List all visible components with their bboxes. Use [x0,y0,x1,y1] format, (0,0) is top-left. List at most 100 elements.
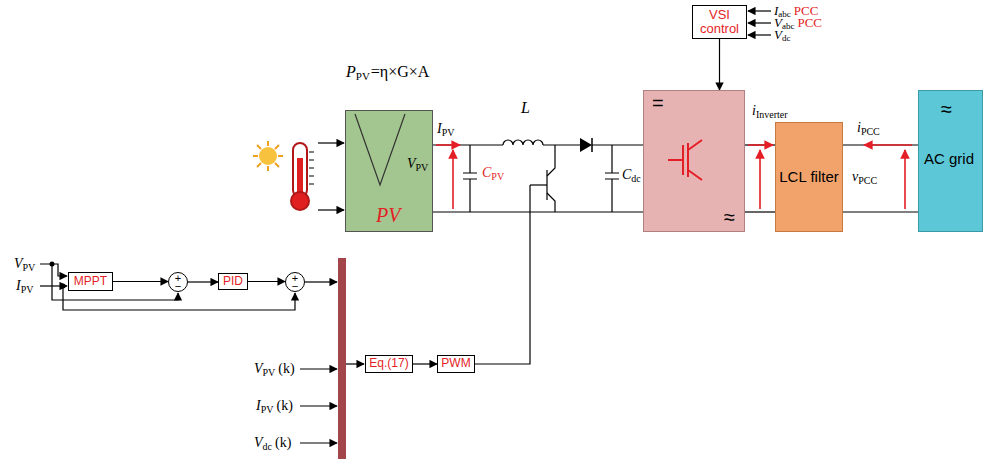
transistor-symbol [547,145,555,176]
dc-wire [543,144,643,145]
igbt-symbol [668,140,702,180]
sun-thermometer-icon [253,141,314,210]
capacitor-symbol [463,145,477,212]
measurement-input-arrow [748,10,771,11]
transistor-symbol [547,193,555,212]
transistor-symbol [530,145,555,212]
signal-arrow [248,281,285,282]
node-label: PV [376,205,400,225]
irradiance-arrow [318,142,344,143]
dc-wire [503,140,543,145]
node-label: LCL filter [779,169,838,186]
control-signal-wire [40,264,364,443]
voltage-arrow [759,150,761,209]
signal-label: =η×G×A [371,64,430,80]
diode-symbol [580,138,592,152]
dc-wire [433,140,643,212]
controller-box: VSI control [692,5,747,39]
signal-label: PV [23,263,36,273]
signal-label: dc [782,34,791,43]
node-label: PID [223,275,243,288]
sun-thermometer-icon [309,152,314,184]
measurement-input-arrow [748,11,771,35]
signal-label: V [407,157,416,171]
gate-signal-wire [475,185,530,364]
summing-junction: +− [168,272,188,292]
signal-label: PV [261,405,274,415]
voltage-arrow [452,150,454,209]
signal-label: i [752,104,756,118]
process-box: PWM [437,355,475,373]
control-arrow [719,39,720,90]
gate-signal-wire [475,185,530,364]
node-label: − [169,281,187,292]
capacitor-symbol [605,145,619,212]
signal-label: PV [416,163,429,173]
filter-box: LCL filter [775,122,843,232]
pv-panel-fill [355,114,405,185]
pv-panel-fill [345,110,433,232]
ac-wire [843,144,918,145]
pv-panel-fill [345,110,433,232]
signal-label: Inverter [756,110,788,120]
signal-label: dc [631,174,640,184]
signal-label: abc [782,22,795,31]
dc-wire [433,144,503,145]
node-label: Eq.(17) [369,357,408,370]
node-label: VSI control [695,8,744,37]
signal-label: i [857,121,861,135]
voltage-arrow [904,150,906,209]
signal-label: v [852,170,858,184]
sun-thermometer-icon [253,141,283,171]
control-signal-wire [346,363,364,364]
current-arrow [864,144,912,146]
signal-label: V [774,28,782,41]
diode-symbol [591,138,593,152]
ac-wire [745,144,775,145]
signal-arrow [413,363,437,364]
ac-wire [745,211,775,212]
inverter-fill [643,90,745,232]
signal-label: I [16,279,21,293]
signal-label: V [254,362,263,376]
capacitor-symbol [463,145,619,212]
sun-thermometer-icon [293,143,307,197]
junction-dot [50,262,55,267]
signal-label: C [622,168,631,182]
measurement-input-arrow [748,34,771,35]
measurement-input-arrow [748,22,771,23]
control-signal-wire [300,405,337,406]
signal-label: dc [263,442,272,452]
sun-thermometer-icon [291,192,309,210]
process-box: PID [218,273,248,290]
irradiance-arrow [318,209,344,210]
junction-dot [50,262,66,289]
node-label: = [652,93,664,113]
control-signal-wire [52,264,178,300]
signal-label: I [256,399,261,413]
signal-label: V [254,436,263,450]
node-label: AC grid [924,151,974,166]
mux-bar [338,258,346,459]
junction-dot [61,284,66,289]
process-box: Eq.(17) [365,355,413,373]
signal-label: (k) [275,436,291,450]
signal-label: PV [21,285,34,295]
node-label: ≈ [724,207,735,227]
control-signal-wire [305,281,337,282]
mux-bar [338,258,346,459]
signal-label: (k) [276,399,292,413]
signal-label: PV [491,172,504,182]
signal-label: V [14,257,23,271]
node-label: ≈ [941,99,952,119]
igbt-symbol [668,140,702,180]
diode-symbol [580,138,592,152]
signal-label: P [346,64,356,80]
node-label: − [286,281,304,292]
node-label: MPPT [74,275,107,288]
signal-label: PV [263,368,276,378]
current-arrow [748,144,773,146]
sun-thermometer-icon [259,147,277,165]
signal-label: C [482,166,491,180]
